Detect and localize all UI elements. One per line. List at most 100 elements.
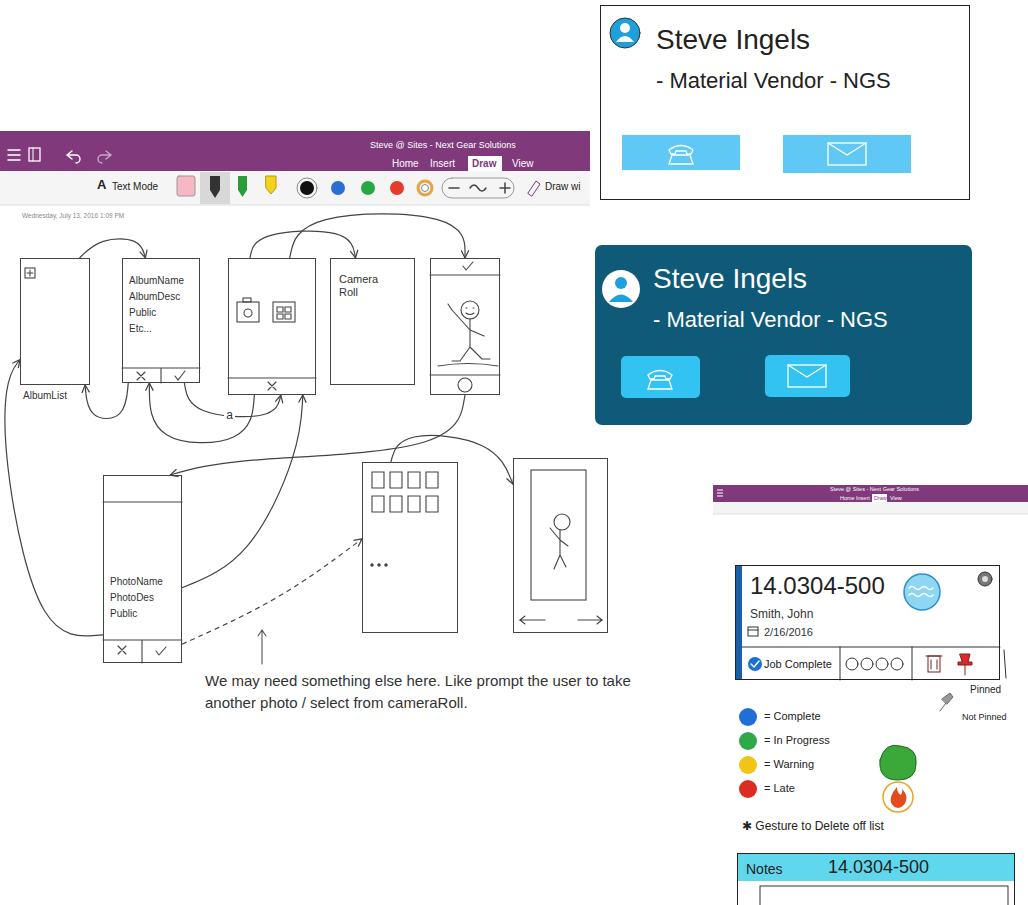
screen-sketch: [243, 298, 251, 302]
contact-card-icons: [828, 143, 866, 165]
job-card-icons: [1004, 650, 1006, 678]
phone-screen: [362, 462, 458, 633]
notes-card-band: [760, 886, 1008, 905]
app-window-thumbnail: [717, 490, 723, 496]
draw-toolbar: [422, 185, 429, 192]
screen-sketch: [277, 307, 291, 319]
node-text: Public: [110, 608, 137, 620]
node-text: PhotoName: [110, 576, 163, 588]
job-card-icons: [735, 565, 1006, 812]
screen-sketch: [438, 364, 498, 367]
screen-sketch: [103, 502, 182, 663]
legend-swatch: [739, 708, 757, 726]
leader-arrow: [258, 630, 266, 664]
flow-arrow: [80, 239, 146, 258]
job-card-icons: [909, 587, 933, 597]
job-card-icons: [748, 630, 758, 631]
flow-arrow: [149, 383, 254, 443]
contact-card-icons: [610, 18, 640, 48]
flow-arrow: [250, 231, 356, 258]
node-text: PhotoDes: [110, 592, 154, 604]
node-text: Smith, John: [750, 608, 813, 622]
menu-tab: Insert: [430, 158, 455, 170]
job-card-icons: [942, 693, 953, 704]
node-text: Etc...: [129, 323, 152, 335]
job-card-icons: [748, 657, 762, 671]
draw-toolbar: [470, 185, 486, 191]
contact-card-icons: [788, 365, 826, 387]
node-text: - Material Vendor - NGS: [656, 68, 891, 93]
screen-sketch: [371, 564, 373, 566]
job-card-icons: [883, 782, 913, 812]
job-card-icons: [880, 745, 916, 780]
screen-sketch: [27, 270, 33, 276]
app-window-thumbnail: [713, 485, 1028, 502]
screen-sketch: [156, 647, 166, 655]
contact-card-icons: [765, 355, 850, 397]
phone-screen: [430, 258, 500, 395]
draw-toolbar: [177, 176, 195, 196]
screen-sketch: [273, 302, 295, 322]
draw-toolbar: [331, 181, 345, 195]
draw-toolbar: [238, 176, 247, 197]
annotation: ✱ Gesture to Delete off list: [742, 820, 884, 834]
legend-swatch: [739, 756, 757, 774]
window-title: Steve @ Sites - Next Gear Solutions: [370, 140, 516, 150]
annotation: Not Pinned: [962, 712, 1007, 722]
screen-sketch: [554, 514, 570, 530]
page-date: Wednesday, July 13, 2016: [22, 212, 98, 219]
app-window-bar: [98, 151, 111, 163]
draw-toolbar: [300, 181, 314, 195]
draw-toolbar: [442, 178, 514, 198]
job-card-icons: [876, 658, 888, 670]
node-text: Notes: [746, 861, 783, 877]
draw-toolbar: [500, 183, 510, 193]
app-window-bar: [33, 148, 34, 161]
app-window-bar: [29, 148, 40, 161]
contact-card: Steve Ingels- Material Vendor - NGS: [595, 245, 972, 425]
draw-toolbar: [210, 176, 220, 198]
leader-arrow: [258, 630, 266, 664]
node-text: Steve Ingels: [653, 263, 807, 295]
contact-card-icons: [648, 371, 672, 380]
screen-sketch: [118, 646, 126, 654]
job-card-icons: [982, 576, 988, 582]
draw-toolbar: [361, 181, 375, 195]
app-window-thumbnail: [713, 502, 1028, 514]
app-window-bar: [0, 131, 590, 171]
app-window-thumbnail: [872, 494, 887, 502]
contact-card-icons: [609, 295, 633, 303]
draw-toolbar: [0, 171, 590, 205]
contact-card-icons: [648, 380, 672, 389]
page-time: 1:09 PM: [100, 212, 124, 219]
edge-label: a: [224, 409, 235, 423]
job-card: 14.0304-500Smith, John2/16/2016Job Compl…: [735, 565, 1000, 680]
app-window-bar: [468, 156, 502, 171]
screen-sketch: [430, 275, 500, 375]
legend-text: = In Progress: [764, 734, 830, 747]
contact-card-icons: [783, 135, 911, 173]
contact-card-icons: [788, 365, 826, 377]
job-card-icons: [742, 647, 1000, 680]
screen-sketch: [25, 268, 35, 278]
app-window-bar: [67, 151, 80, 163]
contact-card-icons: [602, 270, 640, 308]
contact-card-icons: [621, 356, 700, 398]
toolbar-icon: A: [97, 178, 106, 193]
draw-toolbar: [390, 181, 404, 195]
node-text: 14.0304-500: [750, 572, 885, 600]
screen-title: AlbumList: [23, 390, 67, 402]
job-card-icons: [891, 787, 907, 808]
job-card-icons: [926, 656, 942, 669]
menu-tab: Home: [392, 158, 419, 170]
screen-sketch: [175, 371, 185, 380]
screen-sketch: [448, 304, 490, 361]
legend-swatch: [739, 780, 757, 798]
job-card-icons: [940, 703, 946, 711]
contact-card-icons: [615, 277, 627, 289]
menu-tab: View: [512, 158, 534, 170]
phone-screen: [513, 458, 608, 633]
flow-arrow: [170, 395, 465, 475]
